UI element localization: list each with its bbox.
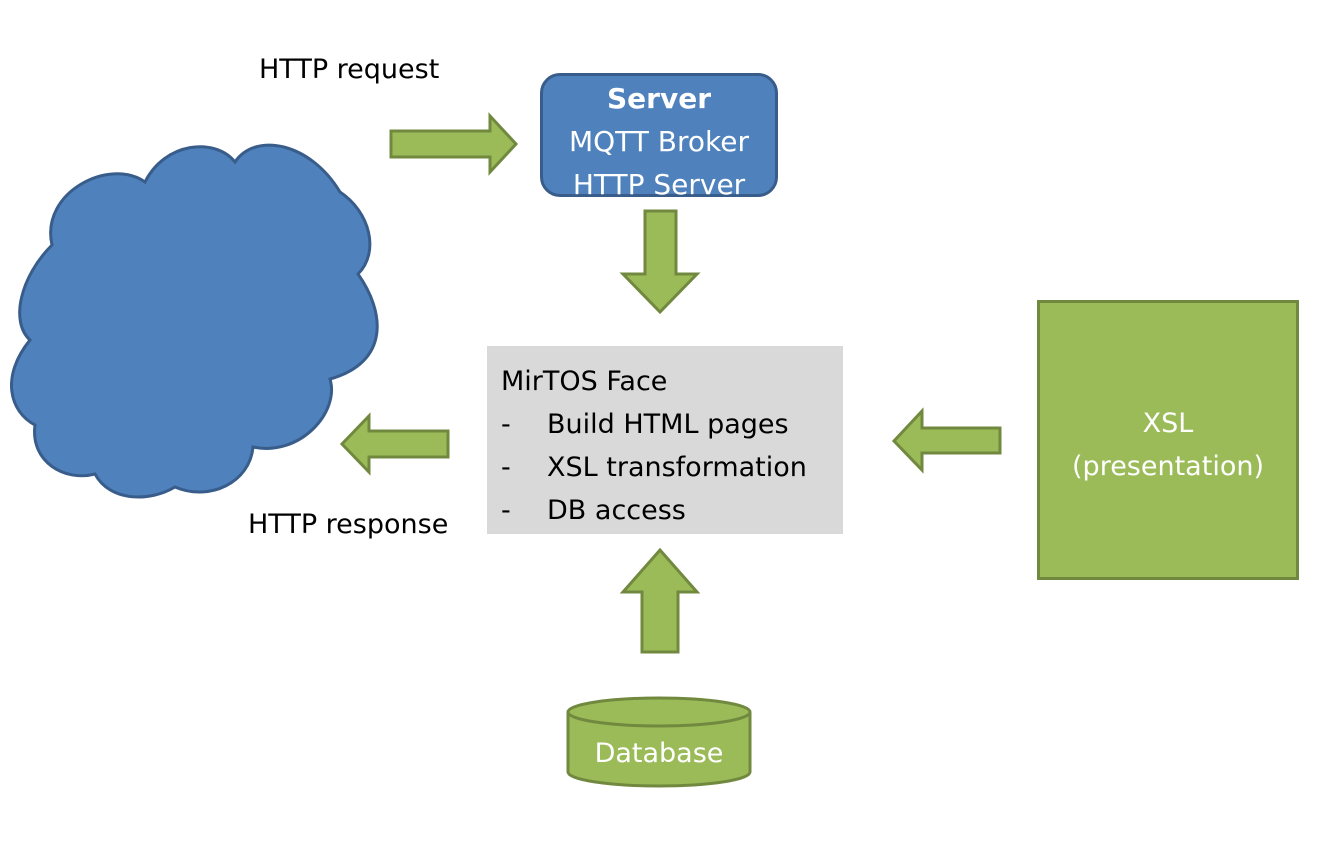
arrow-server-to-face — [619, 209, 701, 315]
face-item-text: DB access — [547, 495, 686, 526]
xsl-box: XSL (presentation) — [1037, 300, 1299, 580]
database-icon — [566, 696, 752, 788]
face-item: - DB access — [501, 489, 843, 532]
xsl-title: XSL — [1142, 408, 1194, 439]
face-item-bullet: - — [501, 452, 511, 483]
server-line-mqtt: MQTT Broker — [568, 125, 749, 158]
server-line-http: HTTP Server — [572, 168, 746, 201]
arrow-request — [389, 112, 519, 176]
face-item: - XSL transformation — [501, 446, 843, 489]
face-item: - Build HTML pages — [501, 403, 843, 446]
server-box: Server MQTT Broker HTTP Server — [540, 73, 778, 201]
arrow-xsl-to-face — [891, 407, 1002, 474]
face-title: MirTOS Face — [501, 366, 668, 397]
http-request-label: HTTP request — [259, 54, 440, 85]
http-response-label: HTTP response — [248, 509, 449, 540]
arrow-response — [339, 412, 450, 476]
mirtos-face-box: MirTOS Face - Build HTML pages - XSL trans… — [487, 346, 843, 534]
face-item-text: XSL transformation — [547, 452, 807, 483]
face-item-bullet: - — [501, 409, 511, 440]
server-title: Server — [606, 82, 711, 115]
face-item-text: Build HTML pages — [547, 409, 789, 440]
database-label: Database — [594, 738, 724, 769]
arrow-db-to-face — [619, 547, 701, 654]
cloud-icon — [10, 143, 379, 499]
face-item-bullet: - — [501, 495, 511, 526]
xsl-subtitle: (presentation) — [1072, 451, 1264, 482]
